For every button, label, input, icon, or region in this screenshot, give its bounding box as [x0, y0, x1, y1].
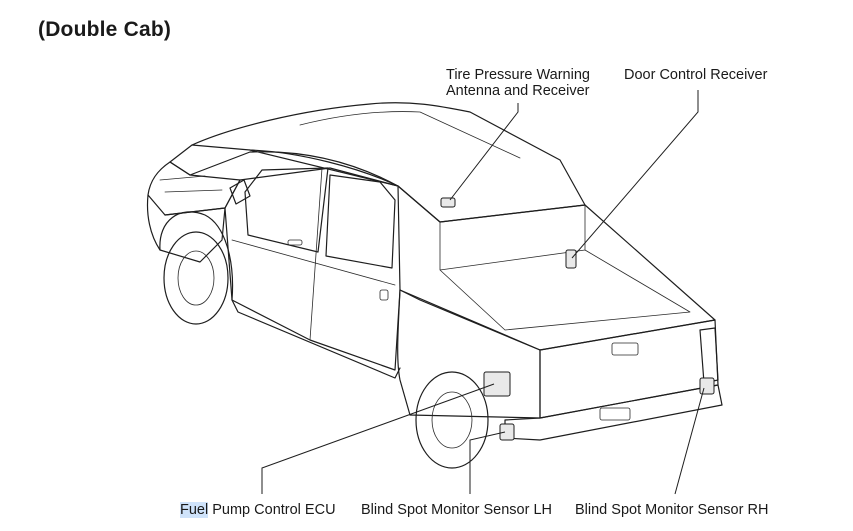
cab-roof-inner — [299, 111, 521, 159]
leader-blind-spot-lh — [469, 431, 506, 494]
tail-light — [699, 327, 719, 384]
label-door-control-receiver: Door Control Receiver — [624, 67, 768, 83]
front-wheel-arch — [159, 211, 234, 301]
tire-pressure-receiver-part — [440, 197, 456, 208]
leader-blind-spot-rh — [674, 387, 705, 495]
label-fuel-pump-rest: Pump Control ECU — [208, 502, 336, 518]
rear-wheel — [415, 371, 489, 469]
blind-spot-rh-part — [699, 377, 715, 395]
leader-fuel-pump — [261, 383, 495, 494]
blind-spot-lh-part — [499, 423, 515, 441]
tailgate — [539, 319, 719, 419]
door-seam — [231, 167, 396, 341]
rear-door-window — [325, 174, 396, 269]
label-fuel-pump-control-ecu: Fuel Pump Control ECU — [180, 502, 336, 518]
rear-wheel-hub — [431, 391, 473, 449]
label-tire-pressure-warning: Tire Pressure Warning Antenna and Receiv… — [446, 67, 590, 99]
hood-line — [159, 175, 223, 193]
front-door-handle — [287, 239, 303, 246]
truck-bed — [397, 185, 716, 351]
leader-tire-pressure — [449, 103, 519, 201]
rear-fender — [397, 289, 541, 419]
selected-text-fuel[interactable]: Fuel — [180, 502, 209, 518]
bed-rail — [399, 289, 541, 351]
running-board — [231, 299, 401, 379]
front-wheel — [163, 231, 229, 325]
label-tire-pressure-line1: Tire Pressure Warning — [446, 67, 590, 83]
front-bumper — [146, 194, 226, 263]
fuel-pump-ecu-part — [483, 371, 511, 397]
rear-bumper — [504, 384, 723, 441]
side-mirror — [229, 179, 251, 205]
windshield — [169, 144, 399, 187]
rear-door-handle — [379, 289, 389, 301]
diagram-title: (Double Cab) — [38, 18, 172, 41]
label-blind-spot-monitor-lh: Blind Spot Monitor Sensor LH — [361, 502, 553, 518]
bed-inner — [439, 204, 691, 331]
leader-door-control — [571, 90, 699, 259]
license-plate-area — [599, 407, 631, 421]
tailgate-handle — [611, 342, 639, 356]
label-blind-spot-monitor-rh: Blind Spot Monitor Sensor RH — [575, 502, 769, 518]
front-wheel-hub — [177, 250, 215, 306]
label-tire-pressure-line2: Antenna and Receiver — [446, 83, 590, 99]
front-door-window — [244, 167, 329, 253]
cab-side — [224, 167, 401, 371]
door-control-receiver-part — [565, 249, 577, 269]
hood — [147, 161, 241, 216]
cab-roof — [191, 102, 586, 223]
